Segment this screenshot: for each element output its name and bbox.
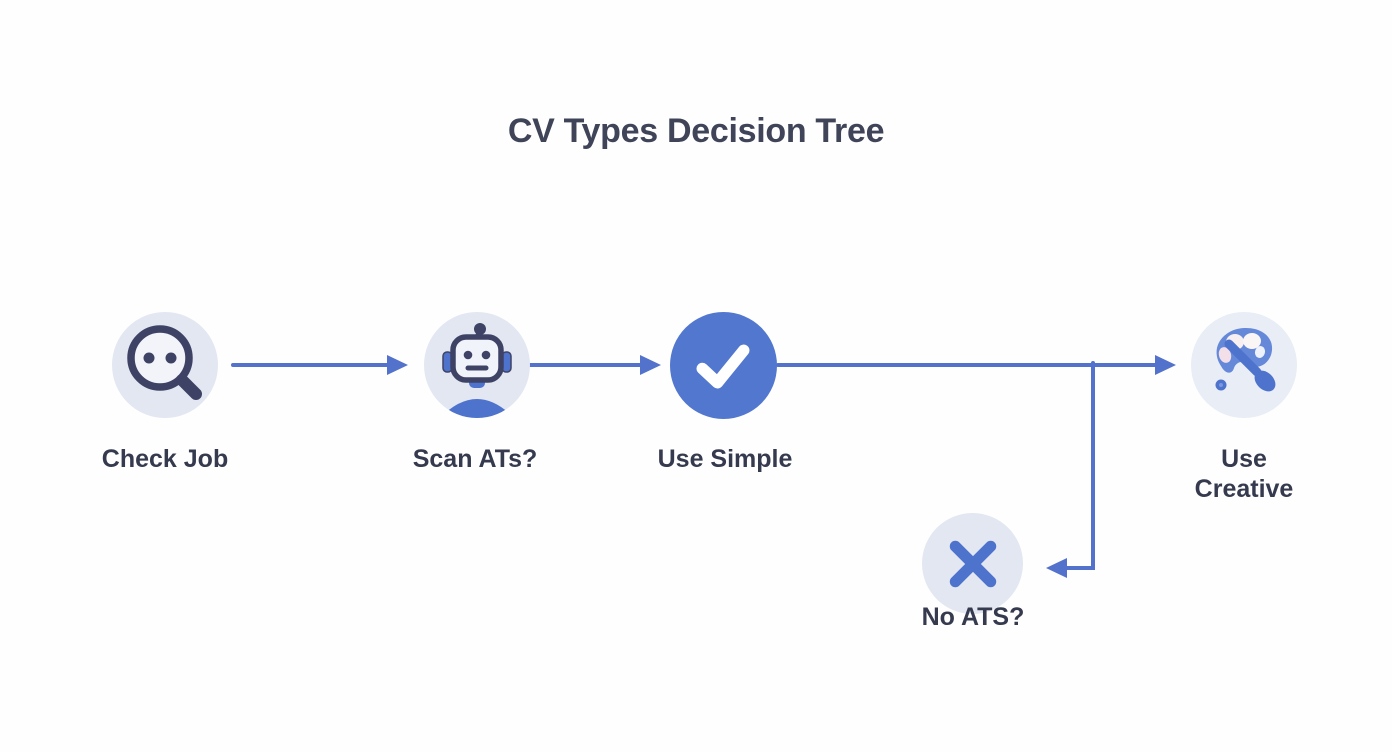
scan-ats-bubble: [424, 312, 530, 418]
use-simple-bubble: [670, 312, 777, 419]
node-label-no-ats: No ATS?: [921, 603, 1025, 631]
no-ats-bubble: [922, 513, 1023, 614]
edge-lines: [231, 361, 1160, 570]
x-mark-icon: [949, 540, 997, 588]
arrowhead-to-scanats: [387, 355, 408, 375]
node-label-use-creative: Use Creative: [1194, 445, 1294, 503]
diagram-title: CV Types Decision Tree: [507, 112, 885, 150]
robot-icon: [440, 323, 514, 418]
palette-brush-icon: [1215, 327, 1276, 392]
check-mark-icon: [696, 344, 750, 389]
arrowhead-to-usesimple: [640, 355, 661, 375]
use-creative-bubble: [1191, 312, 1297, 418]
node-label-scan-ats: Scan ATs?: [412, 445, 538, 473]
arrowhead-to-noats: [1046, 558, 1067, 578]
check-job-bubble: [112, 312, 218, 418]
node-label-use-simple: Use Simple: [657, 445, 793, 473]
node-label-check-job: Check Job: [101, 445, 229, 473]
arrowhead-to-usecreative: [1155, 355, 1176, 375]
magnifying-glass-face-icon: [127, 325, 202, 400]
edge-arrowheads: [387, 355, 1176, 578]
edge-branch-to-noats: [1060, 361, 1095, 570]
